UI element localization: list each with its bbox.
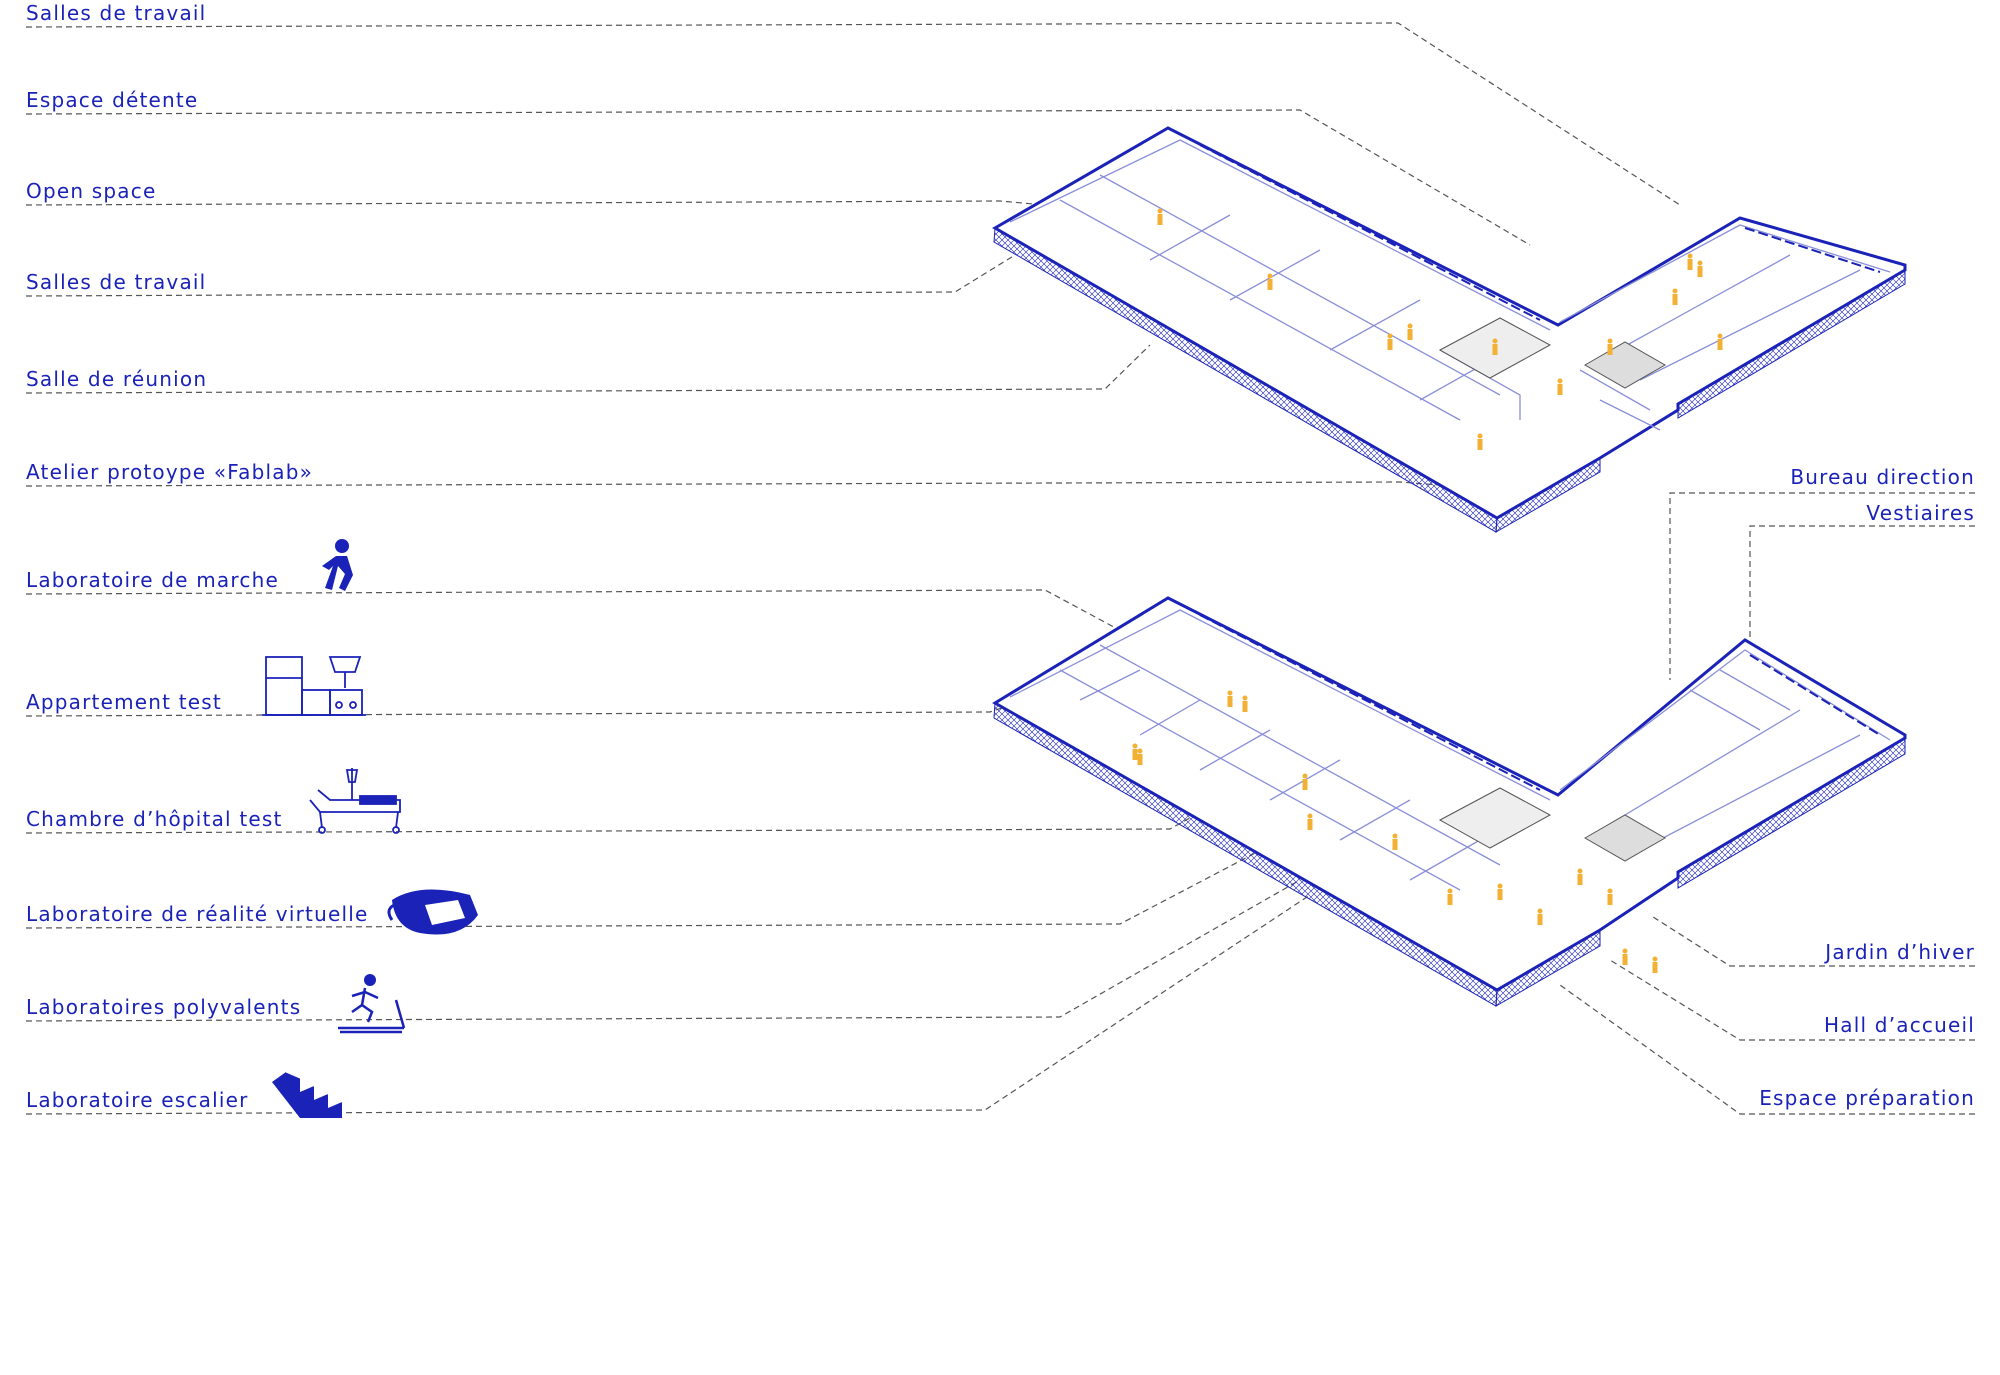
leader-lines [25,22,1975,1115]
upper-floor-plan [992,126,1907,533]
lower-right-label-3: Hall d’accueil [1824,1013,1975,1037]
upper-window-band-right [1744,227,1881,273]
lower-right-leader-3 [1609,959,1975,1041]
upper-leader-1 [25,109,1531,246]
person-figure [1227,690,1233,707]
hospital-bed-icon [309,768,401,834]
lower-right-leader-4 [1559,984,1975,1115]
lower-left-label-2: Chambre d’hôpital test [26,807,283,831]
upper-floor-walls [1009,139,1891,431]
people-figures [1132,208,1723,973]
lower-left-label-1: Appartement test [26,690,222,714]
person-figure [1137,748,1143,765]
person-figure [1492,338,1498,355]
lower-left-leader-3 [25,839,1281,929]
upper-label-1: Espace détente [26,88,199,112]
lower-right-leader-1 [1749,525,1975,640]
upper-label-4: Salle de réunion [26,367,208,391]
upper-label-5: Atelier protoype «Fablab» [26,460,314,484]
treadmill-icon [338,974,406,1034]
person-figure [1242,695,1248,712]
stairs-icon [272,1071,343,1118]
person-figure [1557,378,1563,395]
upper-leader-0 [25,22,1681,206]
lower-floor-outline [992,596,1907,992]
person-figure [1537,908,1543,925]
lower-right-leader-0 [1669,492,1975,680]
person-figure [1132,743,1138,760]
upper-label-2: Open space [26,179,157,203]
lower-right-label-0: Bureau direction [1790,465,1975,489]
person-figure [1607,888,1613,905]
lower-stair-core [1438,787,1552,849]
person-figure [1447,888,1453,905]
lower-right-leader-2 [1649,914,1975,967]
person-figure [1407,323,1413,340]
lower-left-label-0: Laboratoire de marche [26,568,279,592]
upper-label-3: Salles de travail [26,270,207,294]
lower-lift-core [1583,814,1667,862]
lower-left-label-5: Laboratoire escalier [26,1088,249,1112]
kitchen-icon [262,656,366,716]
person-figure [1672,288,1678,305]
lower-right-label-2: Jardin d’hiver [1825,940,1975,964]
person-figure [1497,883,1503,900]
lower-left-label-3: Laboratoire de réalité virtuelle [26,902,369,926]
vr-headset-icon [387,889,478,935]
person-figure [1687,253,1693,270]
upper-label-0: Salles de travail [26,1,207,25]
person-figure [1652,956,1658,973]
person-figure [1577,868,1583,885]
lower-left-leader-2 [25,789,1241,834]
upper-leader-4 [25,344,1151,394]
person-figure [1302,773,1308,790]
person-figure [1477,433,1483,450]
upper-leader-2 [25,200,1046,206]
upper-floor-outline [992,126,1907,520]
lower-left-leader-0 [25,589,1191,669]
upper-leader-5 [25,481,1466,488]
lower-left-leader-4 [25,879,1301,1022]
walking-person-icon [322,539,353,591]
lower-window-band [1199,614,1541,791]
lower-right-label-1: Vestiaires [1866,501,1975,525]
upper-window-band [1199,144,1541,321]
person-figure [1622,948,1628,965]
person-figure [1697,260,1703,277]
person-figure [1387,333,1393,350]
lower-right-label-4: Espace préparation [1759,1086,1975,1110]
lower-window-band-right [1749,654,1881,736]
person-figure [1392,833,1398,850]
person-figure [1267,273,1273,290]
person-figure [1717,333,1723,350]
person-figure [1157,208,1163,225]
person-figure [1607,338,1613,355]
person-figure [1307,813,1313,830]
lower-left-label-4: Laboratoires polyvalents [26,995,302,1019]
lower-floor-plan [992,596,1907,1007]
